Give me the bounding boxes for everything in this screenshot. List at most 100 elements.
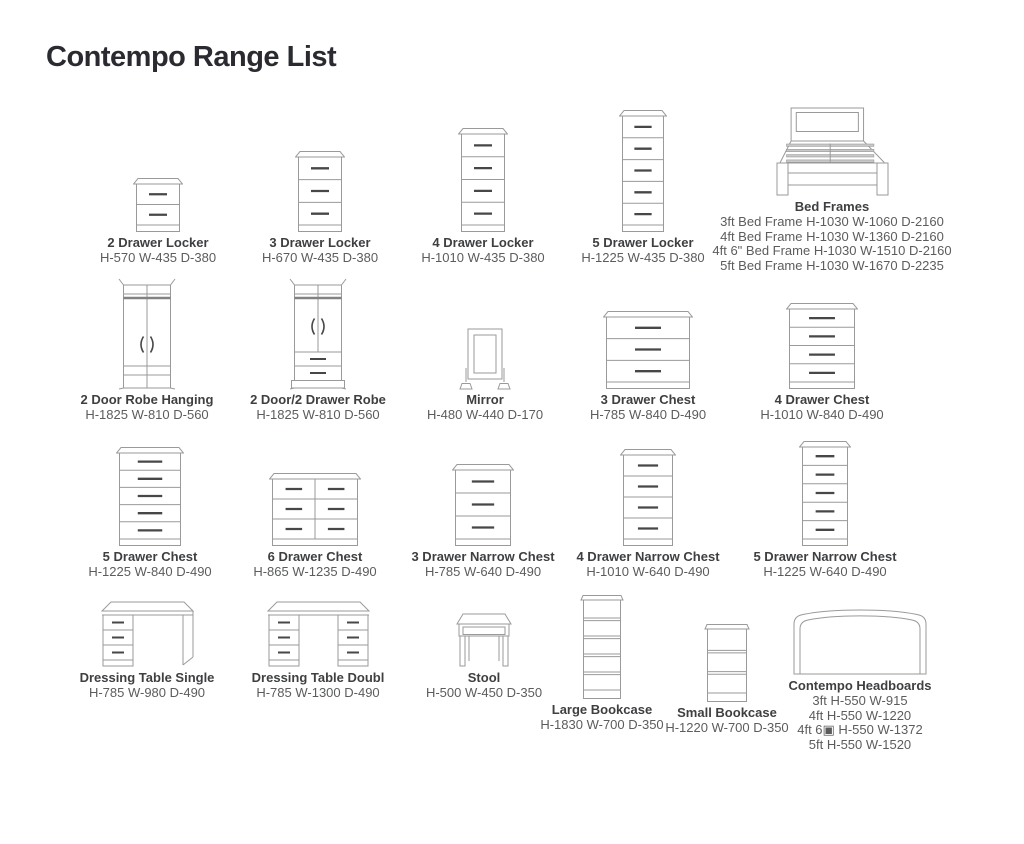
item-dimensions: H-1830 W-700 D-350 <box>540 716 664 732</box>
2-door-robe-drawing <box>118 278 176 390</box>
item-large-bookcase: Large Bookcase H-1830 W-700 D-350 <box>517 594 687 733</box>
item-dim-line: 3ft H-550 W-915 <box>812 692 908 708</box>
item-5-drawer-locker: 5 Drawer Locker H-1225 W-435 D-380 <box>558 110 728 266</box>
item-6-drawer-chest: 6 Drawer Chest H-865 W-1235 D-490 <box>230 473 400 580</box>
item-caption: Bed Frames 3ft Bed Frame H-1030 W-1060 D… <box>712 199 951 274</box>
item-name: Bed Frames <box>794 199 870 214</box>
item-name: 2 Door Robe Hanging <box>80 392 214 407</box>
item-dimensions: H-1825 W-810 D-560 <box>85 406 209 422</box>
item-bed-frames: Bed Frames 3ft Bed Frame H-1030 W-1060 D… <box>712 105 952 274</box>
item-dimensions: H-480 W-440 D-170 <box>426 406 544 422</box>
item-caption: 5 Drawer Narrow Chest H-1225 W-640 D-490 <box>753 549 897 580</box>
item-caption: Mirror H-480 W-440 D-170 <box>426 392 544 423</box>
item-caption: Dressing Table Doubl H-785 W-1300 D-490 <box>251 670 385 701</box>
item-name: Contempo Headboards <box>788 678 932 693</box>
5-drawer-chest-drawing <box>116 447 184 547</box>
item-5-drawer-narrow-chest: 5 Drawer Narrow Chest H-1225 W-640 D-490 <box>735 441 915 580</box>
headboard-drawing <box>790 606 930 676</box>
item-4-drawer-narrow-chest: 4 Drawer Narrow Chest H-1010 W-640 D-490 <box>563 449 733 580</box>
item-caption: 3 Drawer Narrow Chest H-785 W-640 D-490 <box>411 549 555 580</box>
item-dimensions: H-500 W-450 D-350 <box>425 684 543 700</box>
2-drawer-locker-drawing <box>133 178 183 233</box>
item-dimensions: H-1225 W-840 D-490 <box>88 563 212 579</box>
item-dimensions: H-570 W-435 D-380 <box>99 249 217 265</box>
4-drawer-locker-drawing <box>458 128 508 233</box>
item-caption: 4 Drawer Locker H-1010 W-435 D-380 <box>421 235 545 266</box>
item-dimensions: H-785 W-840 D-490 <box>589 406 707 422</box>
large-bookcase-drawing <box>579 594 625 700</box>
item-2-door-2-drawer-robe: 2 Door/2 Drawer Robe H-1825 W-810 D-560 <box>228 278 408 423</box>
item-small-bookcase: Small Bookcase H-1220 W-700 D-350 <box>642 623 812 736</box>
item-name: 5 Drawer Narrow Chest <box>753 549 897 564</box>
3-drawer-narrow-chest-drawing <box>452 464 514 547</box>
item-caption: 6 Drawer Chest H-865 W-1235 D-490 <box>253 549 376 580</box>
item-caption: 3 Drawer Chest H-785 W-840 D-490 <box>589 392 707 423</box>
item-name: 3 Drawer Chest <box>600 392 696 407</box>
item-3-drawer-chest: 3 Drawer Chest H-785 W-840 D-490 <box>563 311 733 423</box>
item-name: 4 Drawer Chest <box>774 392 870 407</box>
item-4-drawer-chest: 4 Drawer Chest H-1010 W-840 D-490 <box>737 303 907 423</box>
item-dressing-table-single: Dressing Table Single H-785 W-980 D-490 <box>62 600 232 701</box>
item-name: 2 Drawer Locker <box>107 235 209 250</box>
item-name: Small Bookcase <box>677 705 777 720</box>
dressing-table-double-drawing <box>266 600 371 668</box>
item-caption: Stool H-500 W-450 D-350 <box>425 670 543 701</box>
small-bookcase-drawing <box>703 623 751 703</box>
item-name: 3 Drawer Narrow Chest <box>411 549 555 564</box>
item-5-drawer-chest: 5 Drawer Chest H-1225 W-840 D-490 <box>65 447 235 580</box>
item-dim-line: 3ft Bed Frame H-1030 W-1060 D-2160 <box>720 213 944 229</box>
item-name: 5 Drawer Locker <box>592 235 694 250</box>
mirror-drawing <box>459 327 511 390</box>
item-caption: Large Bookcase H-1830 W-700 D-350 <box>540 702 664 733</box>
item-dim-line: 4ft Bed Frame H-1030 W-1360 D-2160 <box>720 228 944 244</box>
item-caption: 3 Drawer Locker H-670 W-435 D-380 <box>262 235 378 266</box>
item-2-door-robe-hanging: 2 Door Robe Hanging H-1825 W-810 D-560 <box>62 278 232 423</box>
item-caption: Dressing Table Single H-785 W-980 D-490 <box>79 670 215 701</box>
item-name: Stool <box>467 670 501 685</box>
bed-frame-drawing <box>775 105 890 197</box>
4-drawer-chest-drawing <box>786 303 858 390</box>
item-name: 4 Drawer Locker <box>432 235 534 250</box>
item-caption: 4 Drawer Narrow Chest H-1010 W-640 D-490 <box>576 549 720 580</box>
3-drawer-locker-drawing <box>295 151 345 233</box>
dressing-table-single-drawing <box>100 600 195 668</box>
item-dimensions: H-1010 W-640 D-490 <box>586 563 710 579</box>
item-dim-line: 5ft H-550 W-1520 <box>808 737 912 753</box>
item-dim-line: 4ft H-550 W-1220 <box>808 707 912 723</box>
item-name: 4 Drawer Narrow Chest <box>576 549 720 564</box>
item-dimensions: H-785 W-980 D-490 <box>88 684 206 700</box>
item-name: 5 Drawer Chest <box>102 549 198 564</box>
item-dressing-table-double: Dressing Table Doubl H-785 W-1300 D-490 <box>223 600 413 701</box>
item-caption: 5 Drawer Chest H-1225 W-840 D-490 <box>88 549 212 580</box>
2-door-2-drawer-robe-drawing <box>289 278 347 390</box>
5-drawer-narrow-chest-drawing <box>799 441 851 547</box>
item-caption: 2 Door Robe Hanging H-1825 W-810 D-560 <box>80 392 214 423</box>
item-name: Dressing Table Single <box>79 670 215 685</box>
item-name: Dressing Table Doubl <box>251 670 385 685</box>
4-drawer-narrow-chest-drawing <box>620 449 676 547</box>
page-title: Contempo Range List <box>46 41 337 74</box>
item-4-drawer-locker: 4 Drawer Locker H-1010 W-435 D-380 <box>398 128 568 266</box>
item-caption: 4 Drawer Chest H-1010 W-840 D-490 <box>760 392 883 423</box>
item-caption: Contempo Headboards 3ft H-550 W-915 4ft … <box>788 678 932 753</box>
item-stool: Stool H-500 W-450 D-350 <box>399 612 569 701</box>
item-mirror: Mirror H-480 W-440 D-170 <box>400 327 570 423</box>
item-dimensions: H-1825 W-810 D-560 <box>256 406 380 422</box>
item-dimensions: H-785 W-640 D-490 <box>424 563 542 579</box>
item-caption: Small Bookcase H-1220 W-700 D-350 <box>665 705 789 736</box>
item-dimensions: H-1010 W-435 D-380 <box>421 249 545 265</box>
item-name: 3 Drawer Locker <box>269 235 371 250</box>
item-name: 2 Door/2 Drawer Robe <box>250 392 386 407</box>
item-2-drawer-locker: 2 Drawer Locker H-570 W-435 D-380 <box>73 178 243 266</box>
item-dimensions: H-785 W-1300 D-490 <box>256 684 380 700</box>
item-dimensions: H-1220 W-700 D-350 <box>665 719 789 735</box>
3-drawer-chest-drawing <box>603 311 693 390</box>
item-dimensions: H-1225 W-435 D-380 <box>581 249 705 265</box>
item-3-drawer-locker: 3 Drawer Locker H-670 W-435 D-380 <box>235 151 405 266</box>
5-drawer-locker-drawing <box>619 110 667 233</box>
item-name: Large Bookcase <box>551 702 653 717</box>
item-caption: 2 Drawer Locker H-570 W-435 D-380 <box>99 235 217 266</box>
item-caption: 5 Drawer Locker H-1225 W-435 D-380 <box>581 235 705 266</box>
item-dim-line: 4ft 6▣ H-550 W-1372 <box>797 722 923 738</box>
item-caption: 2 Door/2 Drawer Robe H-1825 W-810 D-560 <box>250 392 386 423</box>
